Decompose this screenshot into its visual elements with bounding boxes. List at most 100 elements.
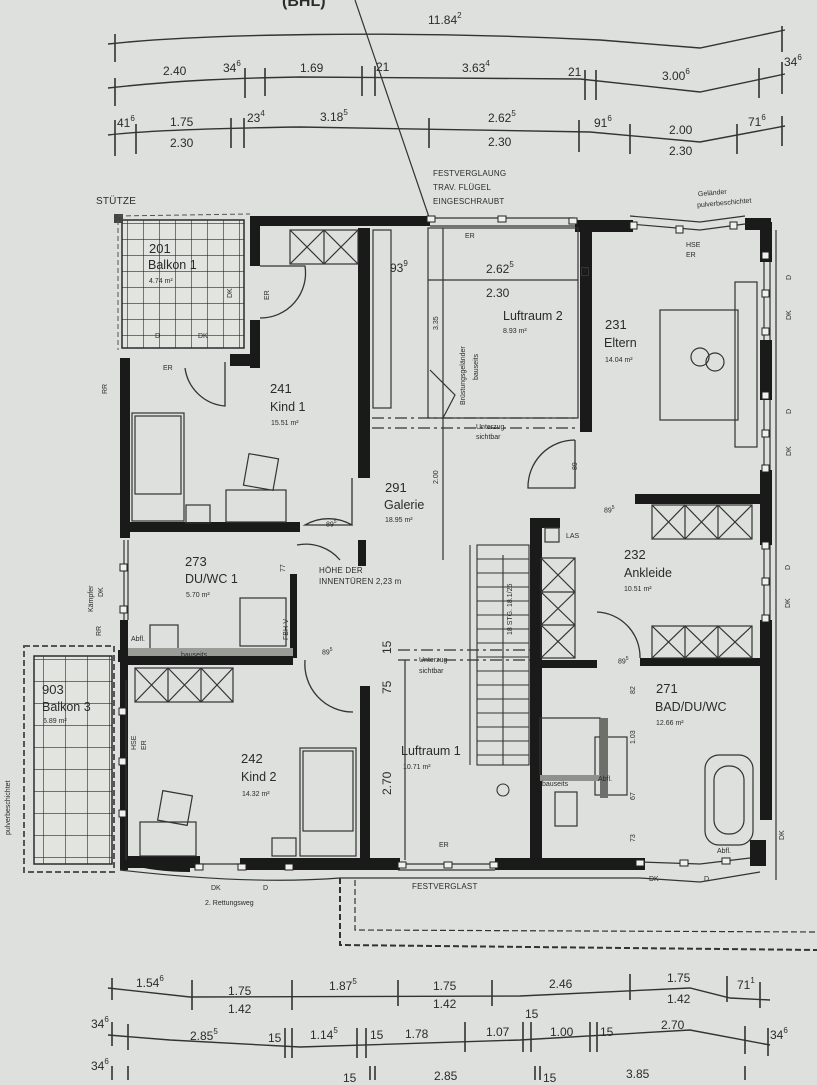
dim-label: 1.75 bbox=[433, 979, 457, 993]
dim-label: 1.75 bbox=[667, 971, 691, 985]
room-area-galerie: 18.95 m² bbox=[385, 517, 413, 524]
annotation-pulverbeschichtet: pulverbeschichtet bbox=[5, 780, 12, 835]
room-name-eltern: Eltern bbox=[604, 336, 637, 350]
room-number-201: 201 bbox=[149, 241, 171, 256]
dim-label: 2.30 bbox=[170, 136, 194, 150]
room-area-luftraum-2: 8.93 m² bbox=[503, 328, 527, 335]
dim-label: 7 bbox=[581, 267, 589, 276]
dim-label: 3.006 bbox=[662, 67, 690, 83]
dim-label: 3.85 bbox=[626, 1067, 650, 1081]
code-er: ER bbox=[163, 365, 173, 372]
room-number-232: 232 bbox=[624, 547, 646, 562]
code-dk: DK bbox=[227, 288, 234, 298]
annotation-festverglasung-3: EINGESCHRAUBT bbox=[433, 197, 505, 206]
room-number-291: 291 bbox=[385, 480, 407, 495]
code-hse: HSE bbox=[686, 242, 701, 249]
room-name-kind-2: Kind 2 bbox=[241, 770, 277, 784]
dim-label: 75 bbox=[380, 680, 394, 694]
dim-label: 346 bbox=[91, 1015, 109, 1031]
annotation-bauseits-1: bauseits bbox=[181, 652, 208, 659]
dim-label: 2.855 bbox=[190, 1027, 218, 1043]
dim-label: 82 bbox=[630, 686, 637, 694]
dim-label: 1.75 bbox=[170, 115, 194, 129]
room-area-bad-du-wc: 12.66 m² bbox=[656, 720, 684, 727]
room-name-galerie: Galerie bbox=[384, 498, 425, 512]
annotation-fbhv: FBH-V bbox=[283, 619, 290, 640]
code-er: ER bbox=[686, 252, 696, 259]
door-width: 895 bbox=[322, 647, 333, 657]
annotation-las: LAS bbox=[566, 533, 580, 540]
annotation-abfl-2: Abfl. bbox=[598, 776, 613, 783]
annotation-unterzug-4: sichtbar bbox=[419, 668, 444, 675]
dim-label: 1.546 bbox=[136, 974, 164, 990]
annotation-unterzug-3: Unterzug bbox=[419, 657, 448, 664]
code-dk: DK bbox=[786, 446, 793, 456]
room-area-du-wc-1: 5.70 m² bbox=[186, 592, 210, 599]
dim-label: 1.03 bbox=[630, 730, 637, 744]
annotation-rettungsweg: 2. Rettungsweg bbox=[205, 900, 254, 907]
dim-label: 21 bbox=[568, 65, 582, 79]
dim-label: 1.42 bbox=[433, 997, 457, 1011]
code-er: ER bbox=[141, 740, 148, 750]
annotation-bruestung-1: Brüstungsgeländer bbox=[460, 346, 467, 405]
dim-label: 2.70 bbox=[661, 1018, 685, 1032]
dim-label: 346 bbox=[770, 1026, 788, 1042]
code-dk: DK bbox=[779, 830, 786, 840]
dim-label: 1.07 bbox=[486, 1025, 510, 1039]
code-d: D bbox=[704, 876, 710, 883]
dim-label: 2.625 bbox=[488, 109, 516, 125]
room-name-luftraum-2: Luftraum 2 bbox=[503, 309, 563, 323]
room-number-241: 241 bbox=[270, 381, 292, 396]
annotation-stuetze: STÜTZE bbox=[96, 196, 137, 207]
code-hse: HSE bbox=[131, 735, 138, 750]
code-d: D bbox=[263, 885, 269, 892]
dim-label: 2.70 bbox=[380, 771, 394, 795]
room-area-balkon-1: 4.74 m² bbox=[149, 278, 173, 285]
annotation-festverglasung-1: FESTVERGLAUNG bbox=[433, 169, 507, 178]
code-d: D bbox=[785, 564, 792, 570]
dim-label: 67 bbox=[630, 792, 637, 800]
dim-label: 234 bbox=[247, 109, 265, 125]
dim-label: 15 bbox=[268, 1031, 282, 1045]
code-dk: DK bbox=[649, 876, 659, 883]
room-area-luftraum-1: 10.71 m² bbox=[403, 764, 431, 771]
dim-label: 346 bbox=[223, 59, 241, 75]
dim-label: 15 bbox=[525, 1007, 539, 1021]
dim-label: 73 bbox=[630, 834, 637, 842]
room-area-eltern: 14.04 m² bbox=[605, 357, 633, 364]
dim-label: 716 bbox=[748, 113, 766, 129]
dim-label: 15 bbox=[380, 640, 394, 654]
staircase bbox=[469, 544, 530, 797]
dim-label: 2.40 bbox=[163, 64, 187, 78]
dim-label: 711 bbox=[737, 976, 755, 992]
code-dk: DK bbox=[786, 310, 793, 320]
code-d: D bbox=[786, 408, 793, 414]
room-area-kind-2: 14.32 m² bbox=[242, 791, 270, 798]
dim-label: 2.85 bbox=[434, 1069, 458, 1083]
dim-label: 1.875 bbox=[329, 977, 357, 993]
dim-label: 15 bbox=[600, 1025, 614, 1039]
door-width: 895 bbox=[326, 519, 337, 529]
annotation-abfl-3: Abfl. bbox=[717, 848, 732, 855]
dim-label: 15 bbox=[543, 1071, 557, 1085]
room-name-bad-du-wc: BAD/DU/WC bbox=[655, 700, 727, 714]
annotation-abfl-1: Abfl. bbox=[131, 636, 146, 643]
room-number-273: 273 bbox=[185, 554, 207, 569]
dim-label: 1.75 bbox=[228, 984, 252, 998]
room-name-du-wc-1: DU/WC 1 bbox=[185, 572, 238, 586]
annotation-unterzug-1: Unterzug bbox=[476, 424, 505, 431]
walls bbox=[118, 216, 772, 872]
dim-label: 21 bbox=[376, 60, 390, 74]
dim-label: 2.00 bbox=[669, 123, 693, 137]
dim-label: 416 bbox=[117, 114, 135, 130]
code-d: D bbox=[155, 333, 161, 340]
annotation-unterzug-2: sichtbar bbox=[476, 434, 501, 441]
room-area-kind-1: 15.51 m² bbox=[271, 420, 299, 427]
dim-label: 1.145 bbox=[310, 1026, 338, 1042]
dim-label: 346 bbox=[784, 53, 802, 69]
dim-label: 2.30 bbox=[486, 286, 510, 300]
door-width: 895 bbox=[618, 656, 629, 666]
annotation-treppe: 18 STG. 18.1/25 bbox=[507, 583, 514, 635]
dim-label: 346 bbox=[91, 1057, 109, 1073]
